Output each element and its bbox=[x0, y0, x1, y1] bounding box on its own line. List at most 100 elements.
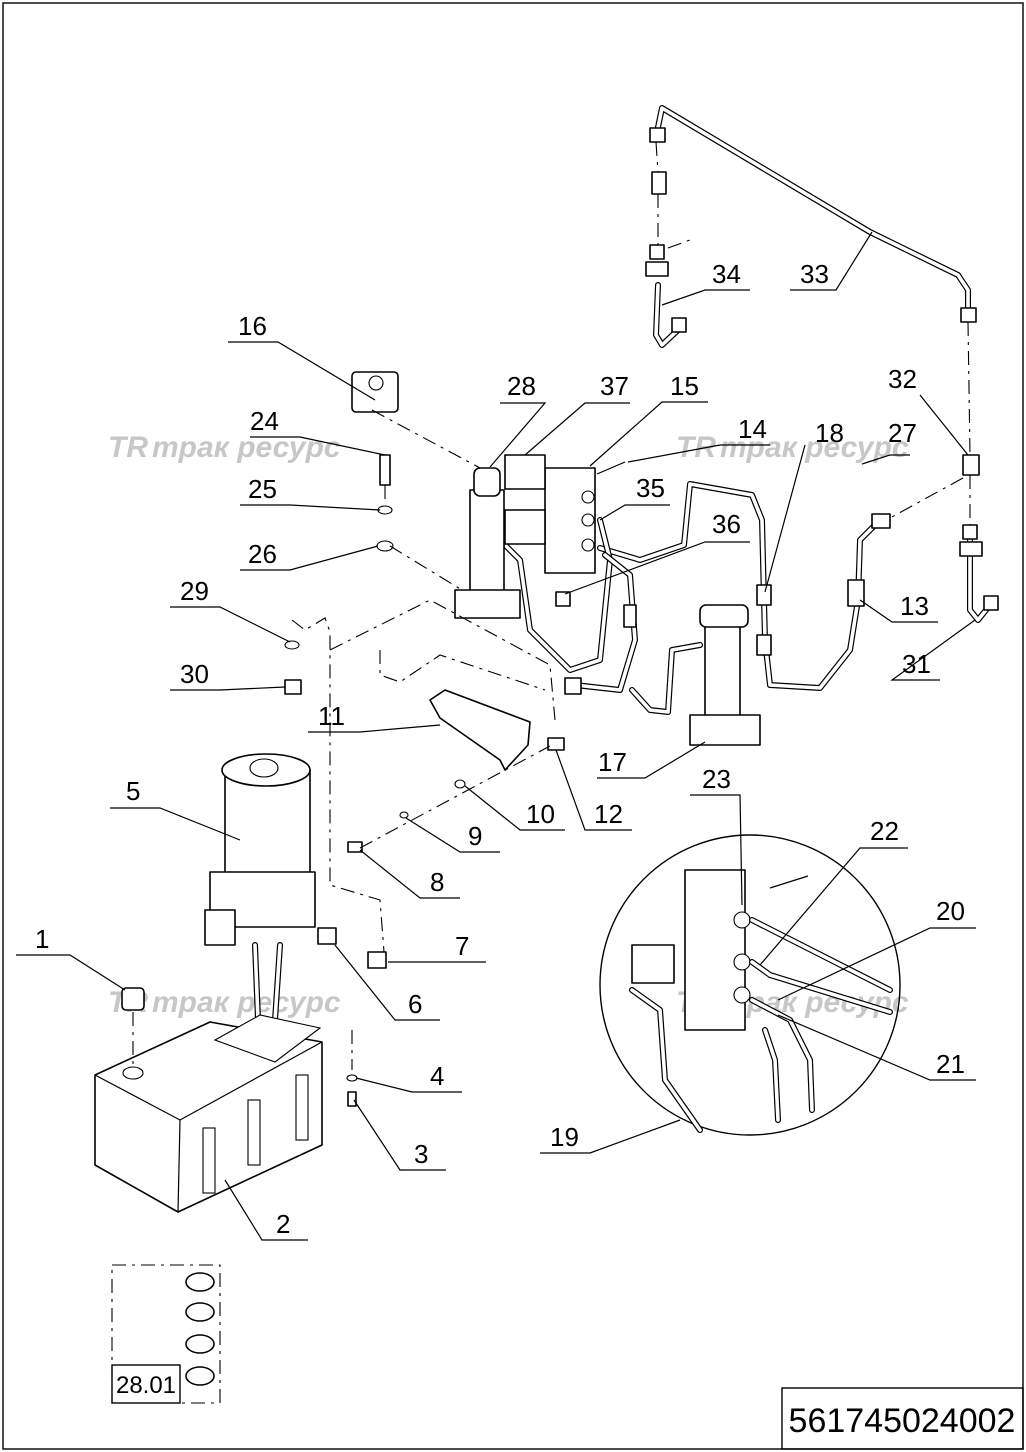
watermark-3: TR трак ресурс bbox=[108, 986, 341, 1019]
motor-5-cap bbox=[249, 758, 279, 778]
pipe-31 bbox=[967, 537, 993, 623]
port-15-b bbox=[581, 513, 595, 527]
bolt-3 bbox=[347, 1091, 357, 1107]
nut-13 bbox=[871, 513, 891, 529]
callout-5: 5 bbox=[126, 776, 140, 806]
callout-22: 22 bbox=[870, 816, 899, 846]
bolt-24 bbox=[379, 454, 391, 486]
callout-15: 15 bbox=[670, 371, 699, 401]
callout-2: 2 bbox=[276, 1209, 290, 1239]
callout-4: 4 bbox=[430, 1061, 444, 1091]
fitting-6 bbox=[317, 927, 337, 945]
dash-26 bbox=[389, 545, 463, 591]
dash-33 bbox=[655, 141, 659, 173]
nut-31 bbox=[962, 524, 978, 540]
tee-32 bbox=[962, 454, 980, 476]
callout-3: 3 bbox=[414, 1139, 428, 1169]
fitting-33-bottom bbox=[960, 307, 977, 323]
dash-13 bbox=[889, 477, 964, 519]
cylinder-28-cap bbox=[473, 467, 501, 497]
washer-4 bbox=[346, 1074, 358, 1082]
tank-2-window-2 bbox=[247, 1099, 261, 1166]
drawing-code: 561745024002 bbox=[789, 1402, 1016, 1440]
callout-16: 16 bbox=[238, 311, 267, 341]
callout-28: 28 bbox=[507, 371, 536, 401]
watermark-mark: TR bbox=[676, 431, 716, 464]
callout-30: 30 bbox=[180, 659, 209, 689]
tank-2-window-3 bbox=[295, 1074, 309, 1141]
callout-36: 36 bbox=[712, 509, 741, 539]
tank-2-corner bbox=[177, 1119, 181, 1213]
callout-13: 13 bbox=[900, 591, 929, 621]
solenoid-37-lower bbox=[504, 509, 546, 545]
dash-bracket bbox=[329, 599, 556, 721]
callout-35: 35 bbox=[636, 473, 665, 503]
watermark-mark: TR bbox=[108, 431, 148, 464]
tank-2-flange bbox=[213, 1014, 322, 1063]
watermark-2: TR трак ресурс bbox=[676, 431, 909, 464]
kit-label-box bbox=[111, 1364, 181, 1404]
callout-6: 6 bbox=[408, 989, 422, 1019]
callout-17: 17 bbox=[598, 747, 627, 777]
washer-10 bbox=[454, 779, 466, 789]
callout-31: 31 bbox=[902, 649, 931, 679]
pipe-33 bbox=[654, 105, 971, 315]
nut-19 bbox=[564, 677, 582, 695]
bolt-12 bbox=[547, 737, 565, 751]
tank-2-filler bbox=[122, 1066, 144, 1080]
port-15-c bbox=[581, 538, 595, 552]
callout-11: 11 bbox=[318, 701, 345, 731]
plug-30 bbox=[284, 679, 302, 695]
dash-32 bbox=[967, 321, 971, 456]
cylinder-17-cap bbox=[699, 604, 749, 628]
pipe-17-feed bbox=[629, 642, 703, 715]
callout-7: 7 bbox=[455, 931, 469, 961]
sleeve-18 bbox=[756, 634, 772, 656]
elbow-7 bbox=[367, 951, 387, 969]
tank-2 bbox=[94, 1021, 323, 1213]
tank-2-window-1 bbox=[202, 1127, 216, 1194]
union-34 bbox=[645, 261, 669, 277]
callout-24: 24 bbox=[250, 406, 279, 436]
union-31 bbox=[959, 541, 983, 557]
callout-29: 29 bbox=[180, 576, 209, 606]
callout-37: 37 bbox=[600, 371, 629, 401]
dash-16 bbox=[371, 409, 481, 469]
cylinder-28-base bbox=[454, 589, 521, 619]
watermark-1: TR трак ресурс bbox=[108, 431, 341, 464]
pump-solenoid bbox=[204, 909, 236, 946]
solenoid-37-upper bbox=[504, 454, 546, 490]
detail-port-c bbox=[733, 986, 751, 1004]
callout-18: 18 bbox=[815, 418, 844, 448]
detail-solenoid bbox=[631, 944, 675, 984]
callout-21: 21 bbox=[936, 1049, 965, 1079]
kit-label: 28.01 bbox=[116, 1372, 176, 1399]
clip-18 bbox=[756, 584, 772, 606]
dash-bracket-2 bbox=[379, 650, 546, 691]
callout-34: 34 bbox=[712, 259, 741, 289]
detail-port-a bbox=[733, 911, 751, 929]
bracket-11 bbox=[429, 689, 531, 771]
callout-32: 32 bbox=[888, 364, 917, 394]
dash-bolts bbox=[359, 745, 551, 849]
watermark-text: трак ресурс bbox=[152, 986, 341, 1019]
drawing-code-box bbox=[781, 1387, 1024, 1450]
callout-26: 26 bbox=[248, 539, 277, 569]
pipe-21 bbox=[572, 552, 638, 693]
pipe-34 bbox=[653, 282, 681, 348]
detail-screw bbox=[769, 875, 809, 889]
washer-25 bbox=[377, 505, 393, 515]
washer-9 bbox=[399, 811, 409, 819]
nut-34-end bbox=[671, 317, 687, 333]
callout-14: 14 bbox=[738, 414, 767, 444]
motor-5 bbox=[224, 769, 311, 881]
callout-27: 27 bbox=[888, 418, 917, 448]
cylinder-17 bbox=[704, 614, 741, 721]
callout-8: 8 bbox=[430, 867, 444, 897]
filler-cap-1 bbox=[121, 987, 145, 1011]
sleeve-13 bbox=[847, 579, 865, 607]
seal-2 bbox=[185, 1302, 215, 1322]
callout-23: 23 bbox=[702, 764, 731, 794]
